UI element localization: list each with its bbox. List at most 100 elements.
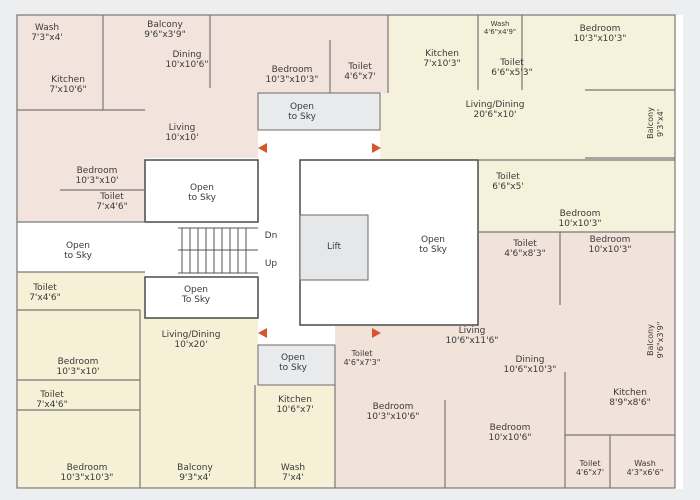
room-size: 9'3"x4' [179, 473, 211, 483]
label-line: Open [289, 102, 315, 112]
room-name: Balcony [177, 463, 213, 473]
label-line: to Sky [279, 363, 307, 373]
room-size: 7'x4' [282, 473, 304, 483]
room-size: 6'6"x5'3" [491, 68, 533, 78]
room-name: Bedroom [271, 65, 313, 75]
open-to-sky-left-lower [144, 276, 259, 319]
room-size: 4'6"x8'3" [504, 249, 546, 259]
room-name: Wash [34, 23, 60, 33]
unit-bottom-right [335, 232, 675, 488]
entry-arrow-top-left-icon [258, 143, 267, 153]
room-name: Balcony [147, 20, 183, 30]
lift-shaft [299, 214, 369, 281]
room-name: Living/Dining [161, 330, 221, 340]
room-size: 4'6"x7' [344, 72, 376, 82]
room-size: 10'6"x10'3" [503, 365, 557, 375]
room-name: Dining [172, 50, 202, 60]
room-size: 7'x10'3" [423, 59, 461, 69]
room-size: 7'x4'6" [36, 400, 68, 410]
room-size: 10'3"x10'3" [265, 75, 319, 85]
room-size: 10'6"x7' [276, 405, 314, 415]
room-name: Bedroom [76, 166, 118, 176]
entry-arrow-bottom-right-icon [372, 328, 381, 338]
room-name: Wash [280, 463, 306, 473]
room-name: Toilet [579, 459, 601, 468]
room-size: 8'9"x8'6" [609, 398, 651, 408]
room-size: 4'6"x7'3" [343, 358, 381, 367]
room-size: 10'3"x10' [75, 176, 119, 186]
room-size: 10'x10'3" [558, 219, 602, 229]
room-size: 10'6"x11'6" [445, 336, 499, 346]
room-name: Toilet [351, 349, 373, 358]
room-size: 7'x4'6" [96, 202, 128, 212]
room-size: 10'x20' [174, 340, 208, 350]
room-name: Balcony [646, 107, 655, 139]
room-size: 10'x10' [165, 133, 199, 143]
room-name: Kitchen [613, 388, 647, 398]
room-name: Toilet [33, 283, 57, 293]
room-name: Balcony [646, 324, 655, 356]
room-size: 9'3"x4' [656, 108, 665, 138]
room-name: Living [458, 326, 486, 336]
label-line: Open [189, 183, 215, 193]
room-name: Kitchen [278, 395, 312, 405]
room-size: 10'x10'3" [588, 245, 632, 255]
room-size: 20'6"x10' [473, 110, 517, 120]
label-line: to Sky [64, 251, 92, 261]
room-size: 10'3"x10'6" [366, 412, 420, 422]
entry-arrow-top-right-icon [372, 143, 381, 153]
room-size: 4'6"x7' [575, 468, 605, 477]
room-name: Toilet [348, 62, 372, 72]
room-size: 10'3"x10'3" [573, 34, 627, 44]
room-name: Bedroom [372, 402, 414, 412]
room-name: Wash [634, 459, 656, 468]
room-name: Dining [515, 355, 545, 365]
room-size: 10'x10'6" [488, 433, 532, 443]
label-line: to Sky [188, 193, 216, 203]
stairs-down-label: Dn [264, 231, 278, 241]
unit-top-left [17, 15, 388, 222]
room-name: Living/Dining [465, 100, 525, 110]
label-line: to Sky [288, 112, 316, 122]
entry-arrow-bottom-left-icon [258, 328, 267, 338]
room-name: Toilet [100, 192, 124, 202]
room-size: 9'6"x3'9" [656, 321, 665, 359]
room-name: Bedroom [489, 423, 531, 433]
room-size: 4'3"x6'6" [626, 468, 664, 477]
room-name: Bedroom [66, 463, 108, 473]
room-size: 7'x4'6" [29, 293, 61, 303]
open-to-sky-left-upper [144, 159, 259, 223]
open-to-sky-top [257, 92, 381, 131]
room-size: 7'x10'6" [49, 85, 87, 95]
room-name: Kitchen [425, 49, 459, 59]
room-size: 7'3"x4' [31, 33, 63, 43]
